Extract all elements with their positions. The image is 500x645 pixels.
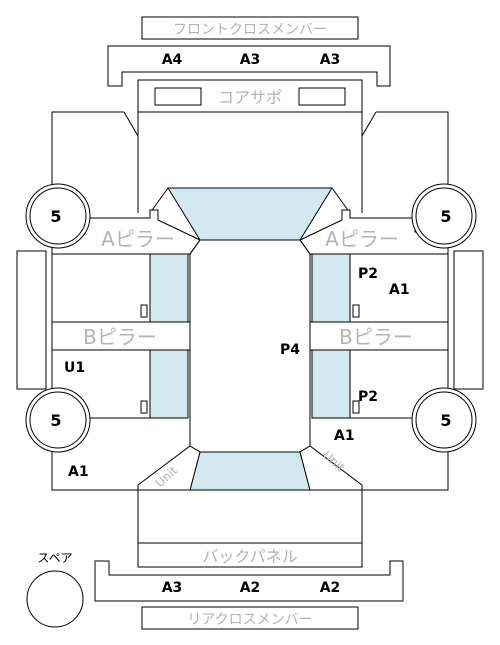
- b-pillar-right-band: [309, 321, 449, 351]
- rear-right-wheel-label: 5: [440, 411, 451, 430]
- b-pillar-left-label: Bピラー: [83, 325, 157, 349]
- front-cross-member: [107, 45, 391, 87]
- code-u1: U1: [64, 360, 85, 376]
- front-cross-member-label: フロントクロスメンバー: [173, 22, 327, 38]
- core-support-label: コアサポ: [218, 88, 282, 107]
- a-pillar-right-label: Aピラー: [325, 227, 399, 251]
- front-left-door: [51, 254, 150, 323]
- front-left-fender: [51, 111, 139, 195]
- rear-left-unit: [137, 445, 201, 491]
- front-left-wheel-label: 5: [50, 207, 61, 226]
- rear-right-wheel: [411, 387, 477, 453]
- left-side-sill: [16, 250, 47, 390]
- rear-code-3: A2: [320, 580, 341, 596]
- rear-left-wheel-label: 5: [50, 411, 61, 430]
- b-pillar-left-band: [51, 321, 191, 351]
- code-p2-lower: P2: [358, 389, 378, 405]
- rear-cross-member: [94, 560, 404, 602]
- core-support-outline: [137, 79, 363, 112]
- back-panel-label: バックパネル: [202, 547, 297, 566]
- rear-window: [189, 451, 311, 491]
- code-a1-right-upper: A1: [389, 282, 410, 298]
- rear-right-unit: [299, 445, 363, 491]
- b-pillar-right-label: Bピラー: [339, 325, 413, 349]
- rear-right-door-glass: [311, 349, 351, 419]
- code-p2-upper: P2: [358, 266, 378, 282]
- front-cross-member-label-box: [141, 16, 359, 40]
- rear-cross-member-label-box: [141, 606, 359, 630]
- code-a1-right-lower: A1: [334, 428, 355, 444]
- rear-left-door-glass: [149, 349, 189, 419]
- front-left-door-handle: [140, 304, 148, 318]
- front-right-wheel-label: 5: [440, 207, 451, 226]
- front-right-fender: [361, 111, 449, 195]
- rear-cross-member-label: リアクロスメンバー: [187, 612, 312, 628]
- rear-right-door-handle: [352, 400, 360, 414]
- front-right-wheel: [411, 183, 477, 249]
- spare-tire: [26, 570, 84, 628]
- code-a1-left-lower: A1: [68, 464, 89, 480]
- rear-left-door-handle: [140, 400, 148, 414]
- code-p4: P4: [280, 342, 300, 358]
- front-code-3: A3: [320, 52, 341, 68]
- front-left-wheel: [25, 183, 91, 249]
- rear-code-2: A2: [240, 580, 261, 596]
- front-code-2: A3: [240, 52, 261, 68]
- front-left-door-glass: [149, 253, 189, 323]
- a-pillar-left-label: Aピラー: [101, 227, 175, 251]
- front-right-door-handle: [352, 304, 360, 318]
- core-support-right-slot: [298, 87, 346, 106]
- front-code-1: A4: [162, 52, 183, 68]
- back-panel-box: [137, 542, 363, 568]
- core-support-left-slot: [154, 87, 202, 106]
- rear-left-wheel: [25, 387, 91, 453]
- spare-label: スペア: [37, 551, 72, 565]
- front-right-door-glass: [311, 253, 351, 323]
- rear-code-1: A3: [162, 580, 183, 596]
- right-side-sill: [453, 250, 484, 390]
- windshield: [167, 187, 333, 241]
